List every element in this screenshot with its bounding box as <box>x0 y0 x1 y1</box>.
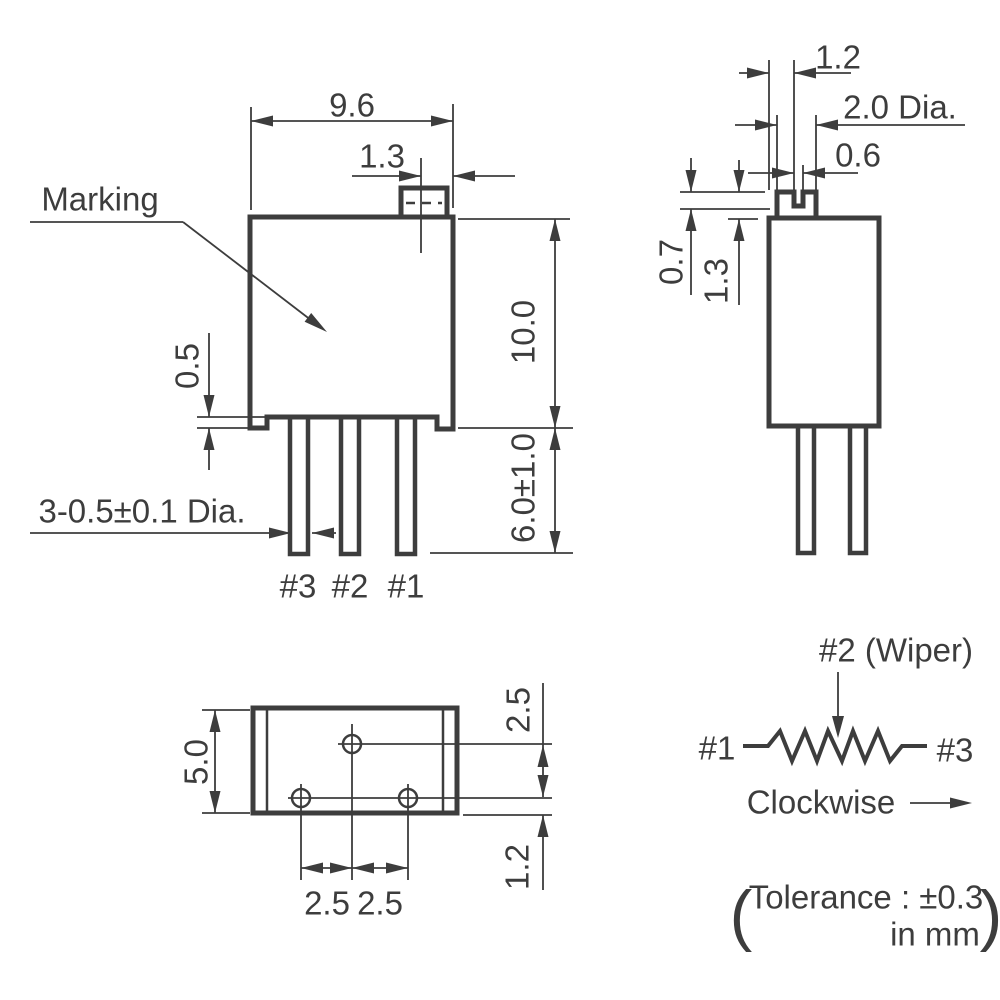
arrowhead <box>685 209 697 231</box>
dim-text: 1.3 <box>698 258 735 304</box>
schematic-symbol: #2 (Wiper) #1 #3 Clockwise <box>699 632 974 821</box>
pin2-hole <box>341 733 363 755</box>
arrowhead <box>352 862 374 874</box>
dim-body-height: 10.0 <box>458 218 573 429</box>
dim-text: 6.0±1.0 <box>505 433 542 543</box>
arrowhead <box>312 527 334 539</box>
arrowhead <box>209 791 221 813</box>
dim-text: 2.0 Dia. <box>843 89 957 126</box>
arrowhead <box>304 313 327 332</box>
arrowhead <box>755 119 777 131</box>
dim-text: 1.3 <box>359 138 405 175</box>
side-view: 1.2 2.0 Dia. 0.6 0.7 <box>653 39 965 556</box>
arrowhead <box>816 119 838 131</box>
marking-callout: Marking <box>30 181 327 332</box>
dim-text: 0.6 <box>835 137 881 174</box>
arrowhead <box>203 395 215 417</box>
arrowhead <box>549 531 561 553</box>
arrowhead <box>537 815 549 837</box>
dim-text: 9.6 <box>329 87 375 124</box>
arrowhead <box>209 710 221 732</box>
pin3-hole <box>290 787 312 809</box>
arrowhead <box>431 115 453 127</box>
arrowhead <box>269 527 291 539</box>
arrowhead <box>772 167 794 179</box>
clockwise-arrowhead <box>950 797 972 809</box>
bottom-view: 5.0 2.5 1.2 2.5 2.5 <box>178 683 552 922</box>
dim-edge-offset: 1.2 <box>463 814 552 890</box>
dim-row-spacing: 2.5 <box>500 683 549 797</box>
front-pin-2 <box>338 412 362 557</box>
pin2-label: #2 <box>332 568 369 605</box>
dim-slot-width: 0.6 <box>748 137 881 179</box>
open-paren: ( <box>730 877 753 953</box>
arrowhead <box>794 67 816 79</box>
dim-screw-diameter: 2.0 Dia. <box>735 89 965 131</box>
front-pin-1 <box>394 412 418 557</box>
dim-body-width: 9.6 <box>250 87 454 210</box>
dim-text: 2.5 <box>500 687 537 733</box>
arrowhead <box>330 862 352 874</box>
dim-standoff: 0.5 <box>169 333 267 470</box>
dim-text: 0.7 <box>653 239 690 285</box>
pin1-hole <box>397 787 419 809</box>
arrowhead <box>549 428 561 450</box>
arrowhead <box>301 862 323 874</box>
side-pin-left <box>795 421 817 556</box>
bottom-body <box>250 705 460 816</box>
dim-pin-pitch: 2.5 2.5 <box>301 862 408 922</box>
pin1-label: #1 <box>388 568 425 605</box>
arrowhead <box>685 170 697 192</box>
dim-text: 1.2 <box>499 844 536 890</box>
front-pin-3 <box>287 412 311 557</box>
arrowhead <box>747 67 769 79</box>
pin3-label: #3 <box>280 568 317 605</box>
arrowhead <box>251 115 273 127</box>
arrowhead <box>453 170 475 182</box>
resistor-zigzag <box>743 725 927 767</box>
terminal1-label: #1 <box>699 730 736 767</box>
dim-text: 2.5 <box>304 885 350 922</box>
clockwise-label: Clockwise <box>747 784 896 821</box>
terminal3-label: #3 <box>937 732 974 769</box>
tolerance-line1: Tolerance : ±0.3 <box>749 879 984 916</box>
dim-text: 0.5 <box>169 343 206 389</box>
dim-screw-offset: 1.3 <box>352 138 515 182</box>
arrowhead <box>549 406 561 428</box>
leader-line <box>182 221 321 328</box>
dim-text: 5.0 <box>178 739 215 785</box>
marking-label: Marking <box>41 181 158 218</box>
dim-slot-depth: 0.7 <box>653 158 697 295</box>
dim-text: 10.0 <box>505 300 542 364</box>
arrowhead <box>549 219 561 241</box>
dim-text: 1.2 <box>815 39 861 76</box>
dim-body-depth: 5.0 <box>178 709 250 814</box>
front-view: Marking 9.6 1.3 <box>30 87 573 605</box>
dim-slot-offset: 1.2 <box>739 39 861 79</box>
arrowhead <box>399 170 421 182</box>
wiper-arrowhead <box>832 716 844 738</box>
arrowhead <box>537 775 549 797</box>
dim-text: 2.5 <box>357 885 403 922</box>
side-body <box>766 215 882 429</box>
tolerance-note: ( Tolerance : ±0.3 in mm ) <box>730 877 1000 953</box>
arrowhead <box>733 219 745 241</box>
dim-head-height: 1.3 <box>698 160 745 305</box>
arrowhead <box>733 170 745 192</box>
note-text: 3-0.5±0.1 Dia. <box>38 493 245 530</box>
arrowhead <box>203 428 215 450</box>
arrowhead <box>803 167 825 179</box>
side-pin-right <box>847 421 869 556</box>
screw-head-slot-profile <box>774 189 819 218</box>
wiper-label: #2 (Wiper) <box>819 632 973 669</box>
pin-diameter-note: 3-0.5±0.1 Dia. <box>30 493 336 539</box>
arrowhead <box>386 862 408 874</box>
close-paren: ) <box>980 877 1000 953</box>
tolerance-line2: in mm <box>890 916 980 953</box>
front-body <box>247 214 456 432</box>
dim-pin-length: 6.0±1.0 <box>430 428 573 554</box>
arrowhead <box>537 745 549 767</box>
